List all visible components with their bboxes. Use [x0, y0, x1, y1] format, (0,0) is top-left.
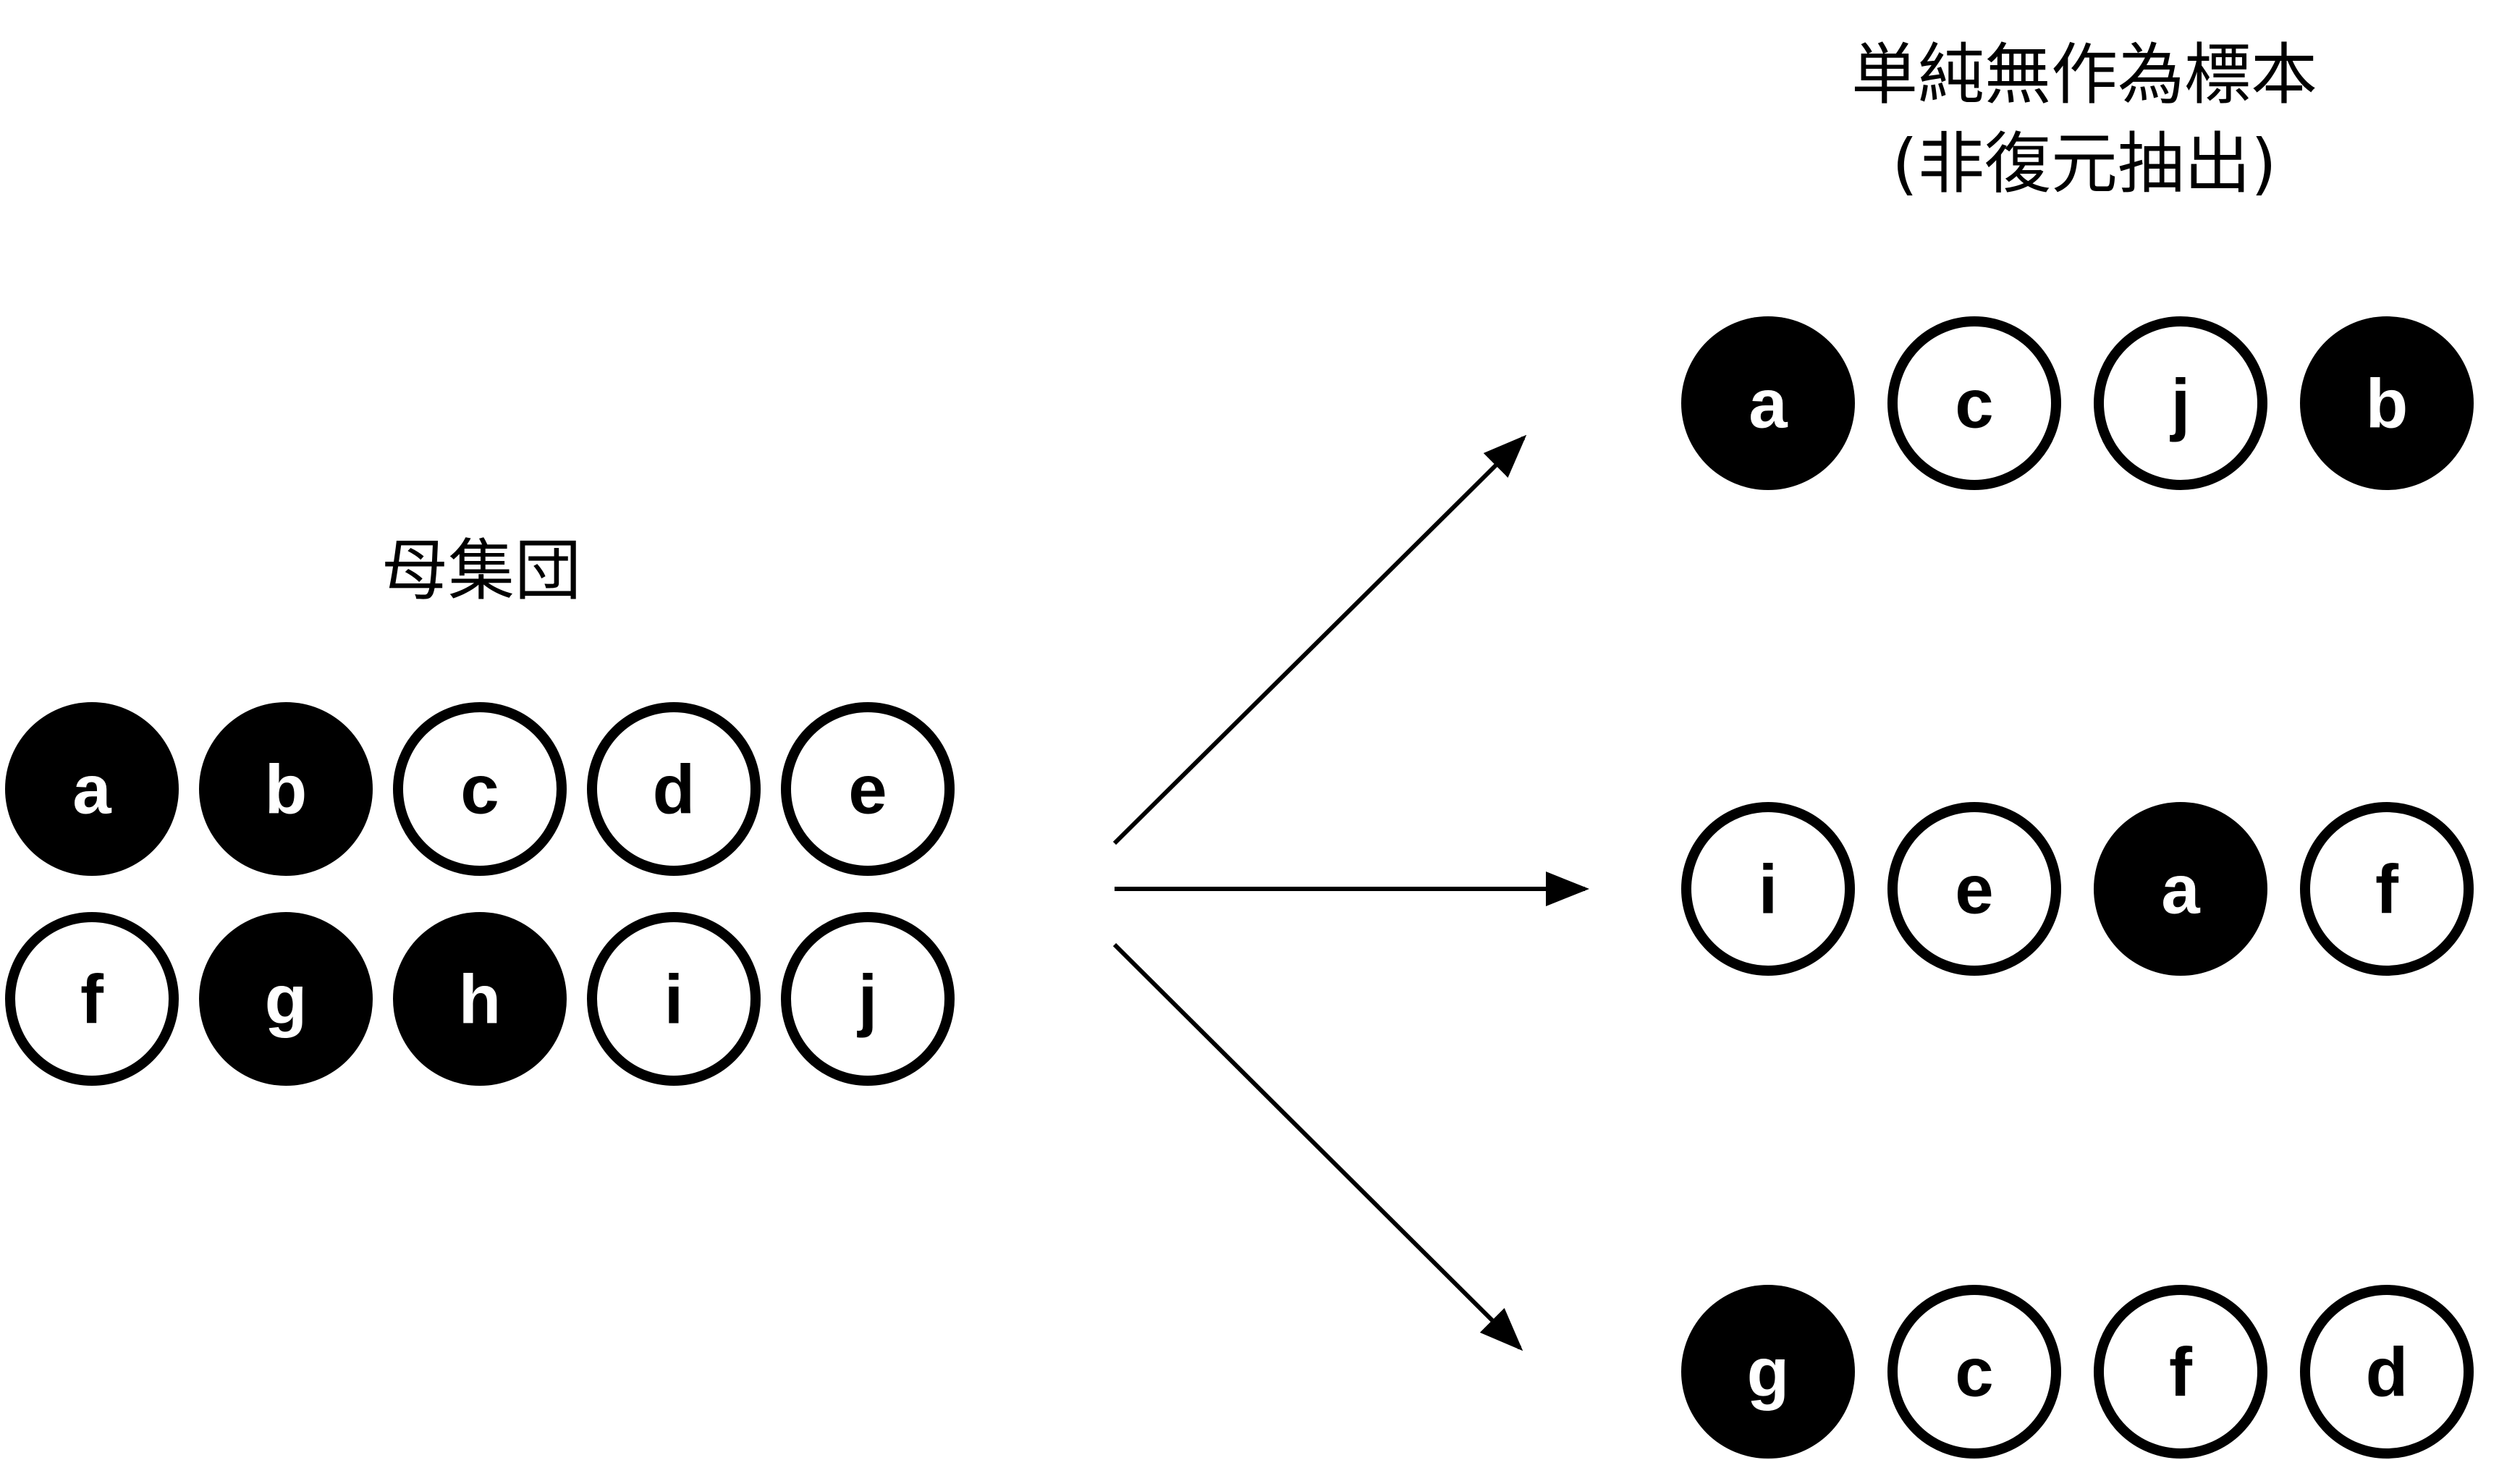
- sample-2-ball-i: i: [1681, 802, 1855, 976]
- sample-1-ball-j-circle: [2094, 316, 2267, 490]
- population-ball-i: i: [587, 912, 761, 1086]
- sample-3-ball-d: d: [2300, 1285, 2474, 1459]
- sample-1-ball-c-label: c: [1955, 366, 1993, 443]
- sample-1-ball-b: b: [2300, 316, 2474, 490]
- population-ball-b-circle: [199, 702, 373, 876]
- population-ball-h: h: [393, 912, 567, 1086]
- sample-2-ball-e-circle: [1887, 802, 2061, 976]
- sample-1-ball-a: a: [1681, 316, 1855, 490]
- population-ball-d-label: d: [653, 751, 695, 829]
- population-ball-f-circle: [5, 912, 179, 1086]
- sample-1-ball-b-label: b: [2366, 366, 2409, 443]
- sample-3-ball-d-label: d: [2366, 1334, 2409, 1412]
- population-group: a b c d e f g h i j: [5, 702, 955, 1086]
- population-ball-c-label: c: [460, 751, 499, 829]
- samples-group: a c j b i e a f g c f d: [1681, 316, 2474, 1459]
- population-ball-h-circle: [393, 912, 567, 1086]
- sample-2-ball-f-circle: [2300, 802, 2474, 976]
- sample-3-ball-f: f: [2094, 1285, 2267, 1459]
- sample-2-ball-a: a: [2094, 802, 2267, 976]
- population-ball-j: j: [781, 912, 955, 1086]
- population-ball-d: d: [587, 702, 761, 876]
- sample-3-ball-f-circle: [2094, 1285, 2267, 1459]
- population-ball-c-circle: [393, 702, 567, 876]
- sample-1-ball-c: c: [1887, 316, 2061, 490]
- population-ball-h-label: h: [459, 961, 502, 1039]
- population-ball-g: g: [199, 912, 373, 1086]
- sample-2-ball-e-label: e: [1955, 851, 1993, 929]
- population-ball-g-label: g: [265, 961, 308, 1039]
- population-ball-a: a: [5, 702, 179, 876]
- sample-3-ball-g-label: g: [1747, 1334, 1790, 1412]
- population-ball-a-label: a: [72, 751, 111, 829]
- population-ball-c: c: [393, 702, 567, 876]
- sample-1-ball-c-circle: [1887, 316, 2061, 490]
- sample-2-ball-a-circle: [2094, 802, 2267, 976]
- sample-3-ball-c-label: c: [1955, 1334, 1993, 1412]
- population-ball-e-label: e: [848, 751, 887, 829]
- population-ball-a-circle: [5, 702, 179, 876]
- arrows: [1112, 434, 1589, 1351]
- sample-3-ball-d-circle: [2300, 1285, 2474, 1459]
- population-ball-i-circle: [587, 912, 761, 1086]
- sample-3-ball-c: c: [1887, 1285, 2061, 1459]
- sample-1-ball-a-circle: [1681, 316, 1855, 490]
- population-ball-e: e: [781, 702, 955, 876]
- population-ball-b: b: [199, 702, 373, 876]
- population-ball-g-circle: [199, 912, 373, 1086]
- population-ball-d-circle: [587, 702, 761, 876]
- sample-2-ball-f-label: f: [2375, 851, 2399, 929]
- sample-1-ball-j: j: [2094, 316, 2267, 490]
- sample-1-ball-a-label: a: [1749, 366, 1788, 443]
- population-ball-b-label: b: [265, 751, 308, 829]
- population-ball-f: f: [5, 912, 179, 1086]
- samples-title-line1: 単純無作為標本: [1851, 36, 2317, 114]
- sample-2-ball-e: e: [1887, 802, 2061, 976]
- sample-3-ball-g-circle: [1681, 1285, 1855, 1459]
- arrow-to-sample-1: [1112, 434, 1527, 845]
- sample-2-ball-i-label: i: [1759, 851, 1778, 929]
- sample-3-ball-f-label: f: [2169, 1334, 2193, 1412]
- sample-3-ball-c-circle: [1887, 1285, 2061, 1459]
- population-ball-j-label: j: [857, 961, 878, 1039]
- population-title: 母集団: [381, 532, 581, 609]
- sample-1-ball-b-circle: [2300, 316, 2474, 490]
- population-ball-j-circle: [781, 912, 955, 1086]
- sample-2-ball-f: f: [2300, 802, 2474, 976]
- sample-1-ball-j-label: j: [2170, 366, 2191, 443]
- arrow-to-sample-3: [1112, 942, 1523, 1351]
- population-ball-f-label: f: [80, 961, 104, 1039]
- sample-3-ball-g: g: [1681, 1285, 1855, 1459]
- population-ball-i-label: i: [664, 961, 684, 1039]
- sample-2-ball-a-label: a: [2161, 851, 2200, 929]
- samples-title-line2: (非復元抽出): [1892, 125, 2277, 203]
- population-ball-e-circle: [781, 702, 955, 876]
- sample-2-ball-i-circle: [1681, 802, 1855, 976]
